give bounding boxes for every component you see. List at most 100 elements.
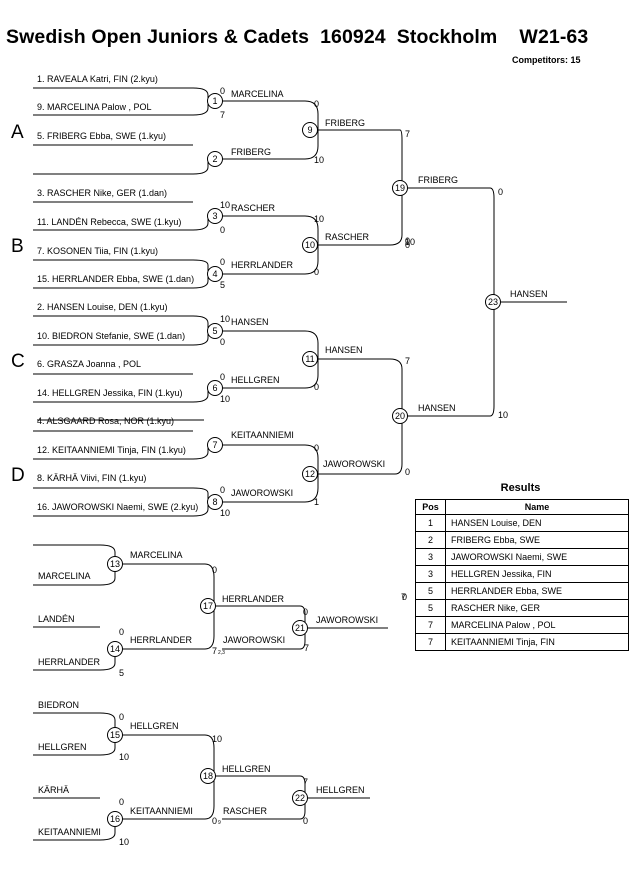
pool-label-d: D — [11, 465, 25, 486]
match-circle — [302, 351, 318, 367]
entrant: 4. ALSGAARD Rosa, NOR (1.kyu) — [37, 416, 174, 426]
repechage-name: JAWOROWSKI — [316, 615, 378, 625]
score: 7 — [401, 592, 406, 602]
entrant: 1. RAVEALA Katri, FIN (2.kyu) — [37, 74, 158, 84]
score: 0 — [314, 443, 319, 453]
score: 10 — [212, 734, 222, 744]
score: 0 — [498, 187, 503, 197]
score: 7 — [220, 110, 225, 120]
match-number: 22 — [295, 793, 305, 803]
score: 0 — [303, 607, 308, 617]
entrant: 9. MARCELINA Palow , POL — [37, 102, 152, 112]
entrant: 8. KÄRHÄ Viivi, FIN (1.kyu) — [37, 473, 146, 483]
entrant: 10. BIEDRON Stefanie, SWE (1.dan) — [37, 331, 185, 341]
match-circle — [302, 466, 318, 482]
result-pos: 7 — [415, 616, 446, 634]
competitors-count: Competitors: 15 — [512, 55, 581, 65]
match-number: 11 — [305, 354, 314, 364]
match-circle — [292, 790, 308, 806]
results-title: Results — [500, 482, 541, 494]
results-header-row: Pos Name — [415, 499, 629, 515]
score: 7 — [405, 356, 410, 366]
match-circle — [207, 380, 223, 396]
entrant-list: 1. RAVEALA Katri, FIN (2.kyu) 9. MARCELI… — [37, 74, 198, 512]
results-header-name: Name — [445, 499, 629, 515]
repechage-name: KEITAANNIEMI — [38, 827, 101, 837]
score: 0 — [119, 712, 124, 722]
match-circle — [107, 556, 123, 572]
winner-label: RASCHER — [231, 203, 276, 213]
match-number: 23 — [488, 297, 498, 307]
score: 0 — [220, 372, 225, 382]
score: 0 — [314, 382, 319, 392]
match-number: 6 — [212, 383, 217, 393]
match-number: 10 — [305, 240, 315, 250]
match-circle — [207, 323, 223, 339]
score: 10 — [314, 155, 324, 165]
match-circle — [107, 641, 123, 657]
winner-label: HANSEN — [510, 289, 548, 299]
result-pos: 2 — [415, 531, 446, 549]
match-number: 20 — [395, 411, 405, 421]
match-circle — [392, 180, 408, 196]
score: 0 — [212, 816, 217, 826]
score: 5 — [119, 668, 124, 678]
match-number: 13 — [110, 559, 120, 569]
match-circle — [292, 620, 308, 636]
winner-label: FRIBERG — [418, 175, 458, 185]
repechage-name: JAWOROWSKI — [223, 635, 285, 645]
match-circle — [302, 122, 318, 138]
match-circle — [392, 408, 408, 424]
score: 0 — [212, 565, 217, 575]
match-number: 18 — [203, 771, 213, 781]
match-number: 1 — [212, 96, 217, 106]
score: 0 — [303, 816, 308, 826]
match-circle — [200, 768, 216, 784]
result-name: HELLGREN Jessika, FIN — [445, 565, 629, 583]
match-circle — [302, 237, 318, 253]
repechage-name: HELLGREN — [130, 721, 179, 731]
winner-label: HELLGREN — [231, 375, 280, 385]
pool-label-b: B — [11, 236, 24, 257]
match-circle — [485, 294, 501, 310]
match-circle — [207, 266, 223, 282]
repechage-name: HELLGREN — [316, 785, 365, 795]
score: 10 — [220, 314, 230, 324]
result-pos: 1 — [415, 514, 446, 532]
pool-label-a: A — [11, 122, 24, 143]
result-pos: 3 — [415, 548, 446, 566]
score: 0 — [220, 257, 225, 267]
repechage-name: HELLGREN — [222, 764, 271, 774]
match-number: 16 — [110, 814, 120, 824]
repechage-name: HERRLANDER — [38, 657, 101, 667]
repechage-name: KEITAANNIEMI — [130, 806, 193, 816]
winner-label: HANSEN — [418, 403, 456, 413]
score: 10 — [119, 837, 129, 847]
repechage-name: HERRLANDER — [222, 594, 285, 604]
pool-label-c: C — [11, 351, 25, 372]
score: 0 — [314, 267, 319, 277]
match-number: 12 — [305, 469, 315, 479]
repechage-name: HERRLANDER — [130, 635, 193, 645]
match-number: 2 — [212, 154, 217, 164]
result-name: RASCHER Nike, GER — [445, 599, 629, 617]
repechage-name: MARCELINA — [130, 550, 183, 560]
score: 0 — [405, 467, 410, 477]
repechage-labels: MARCELINA MARCELINA LANDÉN HERRLANDER HE… — [38, 550, 378, 837]
repechage-name: HELLGREN — [38, 742, 87, 752]
match-number: 19 — [395, 183, 405, 193]
match-circle — [207, 93, 223, 109]
result-pos: 7 — [415, 633, 446, 651]
match-number: 8 — [212, 497, 217, 507]
entrant: 11. LANDÉN Rebecca, SWE (1.kyu) — [37, 217, 181, 227]
score: 10 — [220, 200, 230, 210]
tiny-mark: 2,3 — [218, 650, 225, 656]
match-number: 7 — [212, 440, 217, 450]
winner-label: FRIBERG — [325, 118, 365, 128]
score: 0 — [405, 236, 410, 246]
